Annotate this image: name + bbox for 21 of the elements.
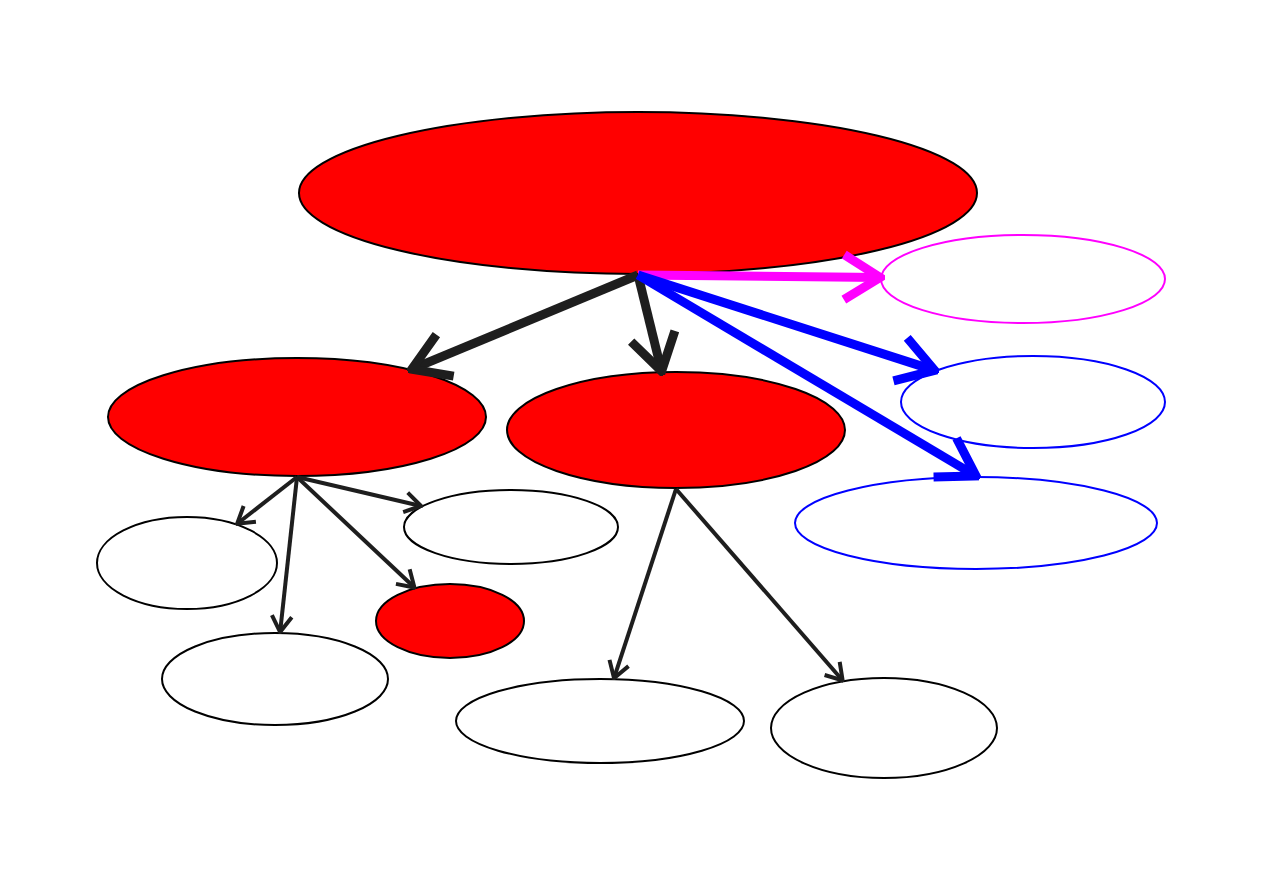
arrow (296, 475, 424, 515)
ellipse-node (900, 355, 1166, 449)
arrow (407, 270, 640, 381)
ellipse-node (770, 677, 998, 779)
arrow (637, 250, 885, 305)
ellipse-node (161, 632, 389, 726)
ellipse-node (375, 583, 525, 659)
arrow (235, 475, 299, 526)
ellipse-node (403, 489, 619, 565)
arrow (635, 271, 981, 482)
arrow (674, 487, 845, 683)
ellipse-node (107, 357, 487, 477)
arrow (269, 476, 299, 635)
ellipse-node (880, 234, 1166, 324)
ellipse-node (298, 111, 978, 275)
ellipse-node (455, 678, 745, 764)
ellipse-node (794, 476, 1158, 570)
arrow (636, 270, 940, 386)
ellipse-node (96, 516, 278, 610)
arrow (607, 488, 678, 681)
ellipse-node (506, 371, 846, 489)
